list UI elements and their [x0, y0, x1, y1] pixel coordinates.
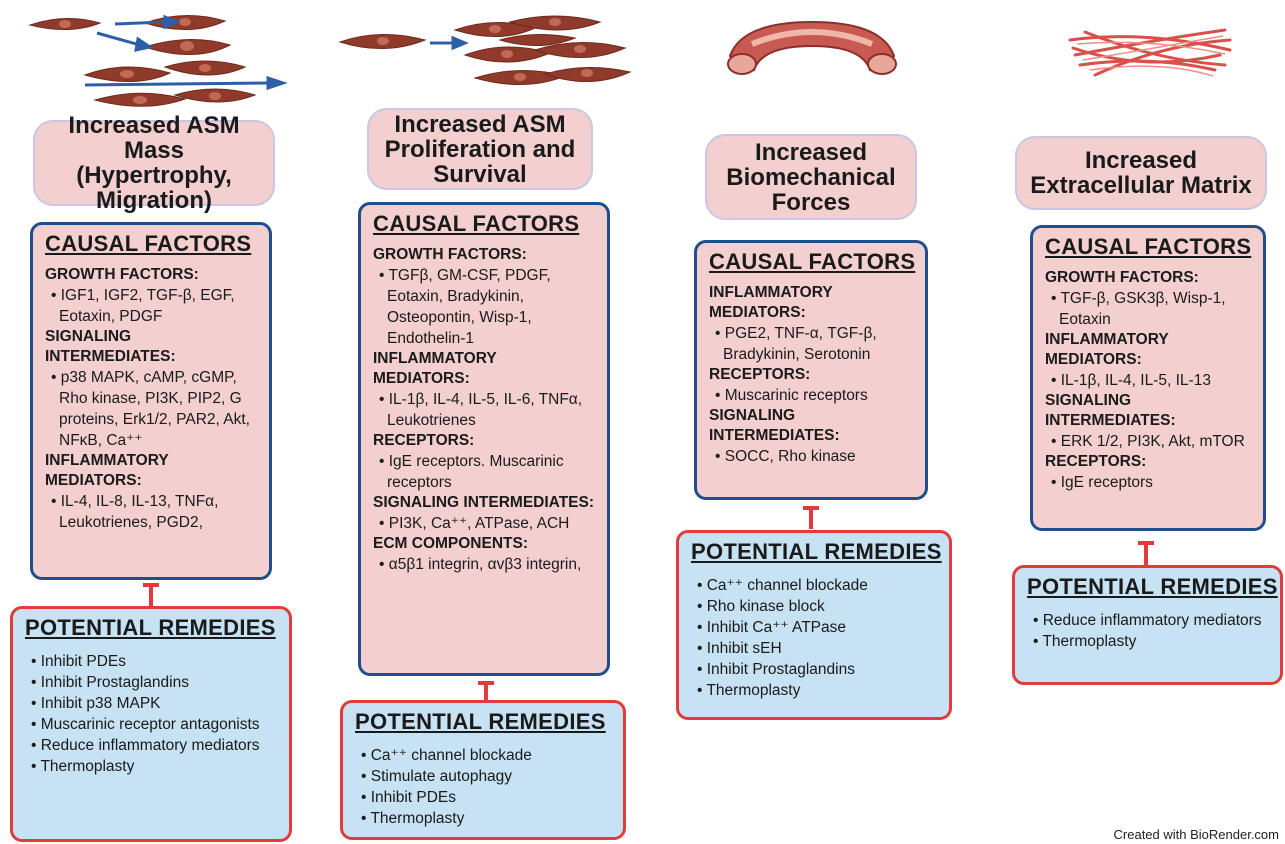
- remedy-item: Reduce inflammatory mediators: [25, 735, 279, 756]
- section-label: SIGNALING INTERMEDIATES:: [709, 407, 840, 444]
- section-item: p38 MAPK, cAMP, cGMP, Rho kinase, PI3K, …: [45, 367, 259, 451]
- inhibition-tee-icon: [1138, 541, 1154, 566]
- section-item: IgE receptors: [1045, 472, 1253, 493]
- potential-remedies-box: POTENTIAL REMEDIES Reduce inflammatory m…: [1012, 565, 1283, 685]
- remedy-item: Ca⁺⁺ channel blockade: [355, 745, 613, 766]
- causal-factors-box: CAUSAL FACTORS INFLAMMATORY MEDIATORS: P…: [694, 240, 928, 500]
- section-item: TGF-β, GSK3β, Wisp-1, Eotaxin: [1045, 288, 1253, 330]
- column-title: Increased ASM Proliferation and Survival: [367, 108, 593, 190]
- section-item: SOCC, Rho kinase: [709, 446, 915, 467]
- section-item: IL-4, IL-8, IL-13, TNFα, Leukotrienes, P…: [45, 491, 259, 533]
- inflammatory-mediators-section: INFLAMMATORY MEDIATORS: IL-1β, IL-4, IL-…: [373, 349, 597, 431]
- growth-factors-section: GROWTH FACTORS: IGF1, IGF2, TGF-β, EGF, …: [45, 265, 259, 327]
- section-item: IL-1β, IL-4, IL-5, IL-6, TNFα, Leukotrie…: [373, 389, 597, 431]
- fibers-illustration: [1068, 28, 1232, 77]
- causal-factors-box: CAUSAL FACTORS GROWTH FACTORS: TGF-β, GS…: [1030, 225, 1266, 531]
- remedy-item: Thermoplasty: [25, 756, 279, 777]
- inflammatory-mediators-section: INFLAMMATORY MEDIATORS: PGE2, TNF-α, TGF…: [709, 283, 915, 365]
- remedy-item: Muscarinic receptor antagonists: [25, 714, 279, 735]
- section-label: INFLAMMATORY MEDIATORS:: [709, 284, 833, 321]
- receptors-section: RECEPTORS: IgE receptors: [1045, 452, 1253, 493]
- causal-factors-heading: CAUSAL FACTORS: [373, 211, 580, 236]
- remedy-item: Inhibit PDEs: [355, 787, 613, 808]
- section-label: RECEPTORS:: [1045, 453, 1147, 470]
- section-label: GROWTH FACTORS:: [373, 246, 527, 263]
- causal-factors-heading: CAUSAL FACTORS: [709, 249, 916, 274]
- signaling-intermediates-section: SIGNALING INTERMEDIATES: SOCC, Rho kinas…: [709, 406, 915, 467]
- section-item: Muscarinic receptors: [709, 385, 915, 406]
- section-label: RECEPTORS:: [709, 366, 811, 383]
- remedy-item: Inhibit p38 MAPK: [25, 693, 279, 714]
- receptors-section: RECEPTORS: IgE receptors. Muscarinic rec…: [373, 431, 597, 493]
- section-label: INFLAMMATORY MEDIATORS:: [45, 452, 169, 489]
- section-item: PI3K, Ca⁺⁺, ATPase, ACH: [373, 513, 597, 534]
- section-label: GROWTH FACTORS:: [1045, 269, 1199, 286]
- credit-text: Created with BioRender.com: [1113, 827, 1279, 842]
- causal-factors-heading: CAUSAL FACTORS: [45, 231, 252, 256]
- inflammatory-mediators-section: INFLAMMATORY MEDIATORS: IL-1β, IL-4, IL-…: [1045, 330, 1253, 391]
- section-item: TGFβ, GM-CSF, PDGF, Eotaxin, Bradykinin,…: [373, 265, 597, 349]
- potential-remedies-box: POTENTIAL REMEDIES Inhibit PDEs Inhibit …: [10, 606, 292, 842]
- section-label: SIGNALING INTERMEDIATES:: [45, 328, 176, 365]
- remedy-item: Inhibit sEH: [691, 638, 939, 659]
- section-item: ERK 1/2, PI3K, Akt, mTOR: [1045, 431, 1253, 452]
- inhibition-tee-icon: [803, 506, 819, 529]
- inflammatory-mediators-section: INFLAMMATORY MEDIATORS: IL-4, IL-8, IL-1…: [45, 451, 259, 533]
- signaling-intermediates-section: SIGNALING INTERMEDIATES: p38 MAPK, cAMP,…: [45, 327, 259, 451]
- growth-factors-section: GROWTH FACTORS: TGF-β, GSK3β, Wisp-1, Eo…: [1045, 268, 1253, 330]
- section-label: ECM COMPONENTS:: [373, 535, 528, 552]
- potential-remedies-heading: POTENTIAL REMEDIES: [25, 615, 276, 640]
- remedy-item: Thermoplasty: [691, 680, 939, 701]
- column-title: Increased Biomechanical Forces: [705, 134, 917, 220]
- signaling-intermediates-section: SIGNALING INTERMEDIATES: PI3K, Ca⁺⁺, ATP…: [373, 493, 597, 534]
- remedy-item: Inhibit Prostaglandins: [691, 659, 939, 680]
- inhibition-tee-icon: [478, 681, 494, 702]
- airway-tube-illustration: [727, 20, 897, 75]
- section-item: α5β1 integrin, αvβ3 integrin,: [373, 554, 597, 575]
- section-label: SIGNALING INTERMEDIATES:: [373, 494, 595, 511]
- ecm-components-section: ECM COMPONENTS: α5β1 integrin, αvβ3 inte…: [373, 534, 597, 575]
- remedy-item: Ca⁺⁺ channel blockade: [691, 575, 939, 596]
- causal-factors-heading: CAUSAL FACTORS: [1045, 234, 1252, 259]
- potential-remedies-heading: POTENTIAL REMEDIES: [691, 539, 942, 564]
- remedy-item: Thermoplasty: [1027, 631, 1270, 652]
- section-item: IGF1, IGF2, TGF-β, EGF, Eotaxin, PDGF: [45, 285, 259, 327]
- growth-factors-section: GROWTH FACTORS: TGFβ, GM-CSF, PDGF, Eota…: [373, 245, 597, 349]
- remedy-item: Inhibit Prostaglandins: [25, 672, 279, 693]
- section-label: INFLAMMATORY MEDIATORS:: [1045, 331, 1169, 368]
- remedy-item: Stimulate autophagy: [355, 766, 613, 787]
- column-title: Increased ASM Mass (Hypertrophy, Migrati…: [33, 113, 275, 213]
- remedy-item: Inhibit PDEs: [25, 651, 279, 672]
- section-item: IL-1β, IL-4, IL-5, IL-13: [1045, 370, 1253, 391]
- potential-remedies-box: POTENTIAL REMEDIES Ca⁺⁺ channel blockade…: [676, 530, 952, 720]
- remedy-item: Thermoplasty: [355, 808, 613, 829]
- section-label: SIGNALING INTERMEDIATES:: [1045, 392, 1176, 429]
- causal-factors-box: CAUSAL FACTORS GROWTH FACTORS: IGF1, IGF…: [30, 222, 272, 580]
- section-label: GROWTH FACTORS:: [45, 266, 199, 283]
- remedy-item: Inhibit Ca⁺⁺ ATPase: [691, 617, 939, 638]
- receptors-section: RECEPTORS: Muscarinic receptors: [709, 365, 915, 406]
- section-item: IgE receptors. Muscarinic receptors: [373, 451, 597, 493]
- column-title: Increased Extracellular Matrix: [1015, 136, 1267, 210]
- potential-remedies-box: POTENTIAL REMEDIES Ca⁺⁺ channel blockade…: [340, 700, 626, 840]
- potential-remedies-heading: POTENTIAL REMEDIES: [1027, 574, 1278, 599]
- proliferating-cells-illustration: [338, 15, 632, 85]
- remedy-item: Rho kinase block: [691, 596, 939, 617]
- remedy-item: Reduce inflammatory mediators: [1027, 610, 1270, 631]
- section-label: RECEPTORS:: [373, 432, 475, 449]
- section-item: PGE2, TNF-α, TGF-β, Bradykinin, Serotoni…: [709, 323, 915, 365]
- section-label: INFLAMMATORY MEDIATORS:: [373, 350, 497, 387]
- migrating-cells-illustration: [28, 14, 288, 107]
- inhibition-tee-icon: [143, 583, 159, 606]
- causal-factors-box: CAUSAL FACTORS GROWTH FACTORS: TGFβ, GM-…: [358, 202, 610, 676]
- potential-remedies-heading: POTENTIAL REMEDIES: [355, 709, 606, 734]
- signaling-intermediates-section: SIGNALING INTERMEDIATES: ERK 1/2, PI3K, …: [1045, 391, 1253, 452]
